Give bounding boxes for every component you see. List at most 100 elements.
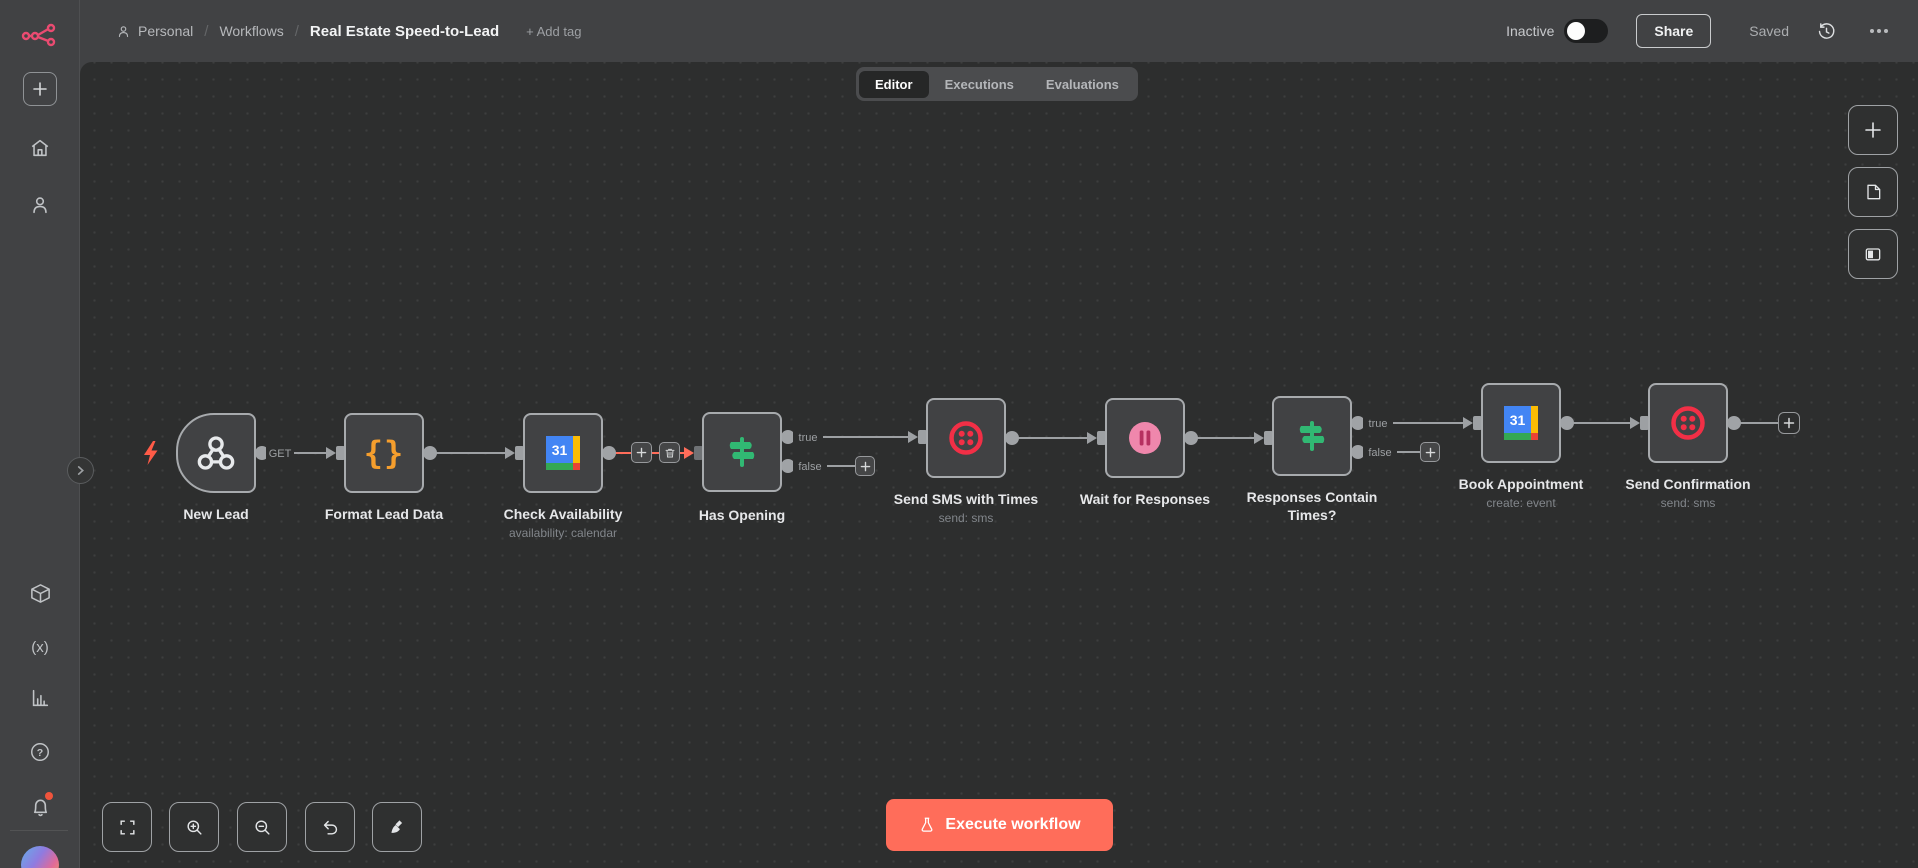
expand-sidebar-button[interactable] — [67, 457, 94, 484]
workflow-history-button[interactable] — [1817, 22, 1836, 41]
plus-icon — [1425, 447, 1435, 457]
sidebar-item-help[interactable]: ? — [20, 732, 60, 772]
add-node-on-connection-button[interactable] — [631, 442, 652, 463]
node-label: Send SMS with Times — [893, 491, 1039, 507]
more-options-button[interactable] — [1870, 29, 1888, 33]
add-node-false-branch-button[interactable] — [1420, 442, 1440, 462]
sidebar-item-notifications[interactable] — [20, 787, 60, 827]
connection-confirmation-add-stub[interactable] — [1727, 416, 1780, 430]
execute-workflow-button[interactable]: Execute workflow — [886, 799, 1113, 851]
add-tag-button[interactable]: + Add tag — [526, 23, 582, 39]
node-label: Has Opening — [698, 507, 786, 523]
connection-book-confirmation[interactable] — [1560, 416, 1649, 430]
connections-layer: GET true — [144, 416, 1780, 473]
node-book-appointment[interactable]: 31 — [1481, 383, 1561, 463]
node-subtitle: create: event — [1486, 496, 1556, 510]
breadcrumb-separator: / — [294, 22, 299, 40]
tab-executions[interactable]: Executions — [944, 76, 1014, 92]
google-calendar-icon: 31 — [546, 436, 580, 470]
tab-evaluations[interactable]: Evaluations — [1045, 76, 1119, 92]
topbar: Personal / Workflows / Real Estate Speed… — [80, 0, 1918, 62]
help-icon: ? — [31, 743, 49, 761]
connection-hasopening-true-sms[interactable]: true — [781, 430, 927, 444]
add-node-false-branch-button[interactable] — [855, 456, 875, 476]
active-toggle[interactable] — [1564, 19, 1609, 43]
note-icon — [1867, 184, 1881, 200]
connection-new-lead-format[interactable]: GET — [255, 446, 345, 460]
package-icon — [30, 583, 50, 603]
toggle-knob — [1567, 22, 1586, 40]
svg-text:?: ? — [37, 747, 43, 759]
workflow-title[interactable]: Real Estate Speed-to-Lead — [309, 22, 500, 40]
add-sticky-note-button[interactable] — [1848, 167, 1898, 217]
connection-label-get: GET — [269, 448, 292, 460]
plus-icon — [1865, 122, 1881, 138]
node-subtitle: send: sms — [1660, 496, 1716, 510]
user-icon — [118, 25, 129, 37]
connection-label-false: false — [1368, 447, 1391, 459]
share-button[interactable]: Share — [1636, 14, 1712, 48]
sidebar-item-variables[interactable]: (x) — [20, 627, 60, 667]
twilio-icon — [949, 421, 983, 455]
add-next-node-button[interactable] — [1778, 412, 1800, 434]
connection-responses-false-stub[interactable]: false — [1351, 445, 1422, 459]
history-clock-icon — [1818, 22, 1835, 39]
sidebar-item-insights[interactable] — [20, 678, 60, 718]
sidebar-item-templates[interactable] — [20, 573, 60, 613]
connection-responses-true-book[interactable]: true — [1351, 416, 1482, 430]
sidebar-divider — [10, 830, 68, 831]
pause-icon — [1129, 422, 1161, 454]
connection-check-hasopening-highlighted[interactable] — [602, 446, 703, 460]
node-wait-for-responses[interactable] — [1105, 398, 1185, 478]
code-icon: {} — [363, 434, 405, 472]
node-label: Responses Contain Times? — [1246, 489, 1378, 524]
connection-format-check[interactable] — [423, 446, 524, 460]
node-format-lead-data[interactable]: {} — [344, 413, 424, 493]
connection-hasopening-false-stub[interactable]: false — [781, 459, 857, 473]
trigger-bolt-icon — [144, 441, 158, 465]
plus-icon — [636, 447, 647, 458]
breadcrumb-section[interactable]: Workflows — [219, 23, 284, 39]
tab-editor[interactable]: Editor — [859, 70, 929, 98]
flask-icon — [921, 817, 933, 832]
zoom-to-fit-button[interactable] — [102, 802, 152, 852]
node-has-opening[interactable] — [702, 412, 782, 492]
node-label: Format Lead Data — [324, 506, 444, 522]
zoom-in-button[interactable] — [169, 802, 219, 852]
add-workflow-button[interactable] — [23, 72, 57, 106]
zoom-out-button[interactable] — [237, 802, 287, 852]
plus-icon — [1783, 417, 1795, 429]
sidebar-item-members[interactable] — [20, 185, 60, 225]
chevron-right-icon — [77, 466, 84, 475]
breadcrumb-separator: / — [204, 22, 209, 40]
n8n-logo-icon[interactable] — [21, 23, 59, 47]
connection-wait-responses[interactable] — [1184, 431, 1273, 445]
trash-icon — [665, 448, 674, 457]
node-send-confirmation[interactable] — [1648, 383, 1728, 463]
workflow-canvas[interactable]: Editor Executions Evaluations GET — [80, 62, 1918, 868]
tidy-up-button[interactable] — [372, 802, 422, 852]
plus-icon — [33, 82, 47, 96]
split-panel-icon — [1865, 248, 1881, 261]
toggle-panel-button[interactable] — [1848, 229, 1898, 279]
undo-button[interactable] — [305, 802, 355, 852]
user-avatar[interactable] — [21, 846, 59, 868]
node-check-availability[interactable]: 31 — [523, 413, 603, 493]
node-label: New Lead — [183, 506, 249, 522]
broom-icon — [390, 819, 402, 833]
breadcrumb-project[interactable]: Personal — [116, 23, 193, 39]
twilio-icon — [1671, 406, 1705, 440]
node-responses-contain-times[interactable] — [1272, 396, 1352, 476]
delete-connection-button[interactable] — [659, 442, 680, 463]
switch-icon — [1299, 421, 1325, 451]
variables-icon: (x) — [31, 638, 49, 656]
node-send-sms-with-times[interactable] — [926, 398, 1006, 478]
execute-workflow-label: Execute workflow — [945, 816, 1081, 833]
node-subtitle: send: sms — [938, 511, 994, 525]
view-tabs: Editor Executions Evaluations — [856, 67, 1138, 101]
node-new-lead[interactable] — [176, 413, 256, 493]
add-node-panel-button[interactable] — [1848, 105, 1898, 155]
sidebar-item-home[interactable] — [20, 128, 60, 168]
connection-sms-wait[interactable] — [1005, 431, 1106, 445]
